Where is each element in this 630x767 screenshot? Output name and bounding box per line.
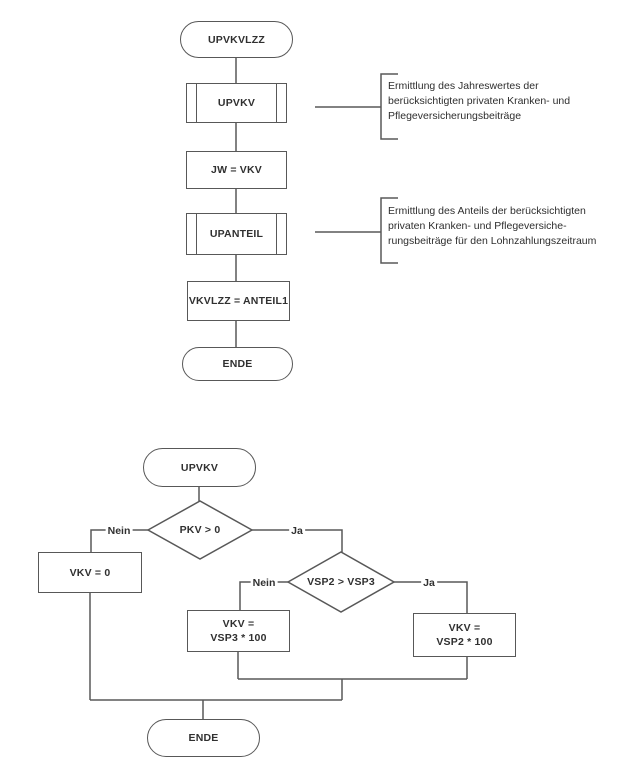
branch-label-ja-2: Ja (421, 577, 437, 589)
process-vkv-vsp2-line2: VSP2 * 100 (436, 636, 493, 648)
annotation-anteil: Ermittlung des Anteils der berücksichtig… (388, 204, 596, 249)
annotation-jahreswert: Ermittlung des Jahreswertes der berücksi… (388, 79, 570, 124)
process-vkvlzz-anteil1: VKVLZZ = ANTEIL1 (187, 281, 290, 321)
edge-ja2-to-vsp2box (394, 581, 468, 613)
annotation-anteil-line3: rungsbeiträge für den Lohnzahlungszeitra… (388, 235, 597, 247)
process-vkv-vsp3: VKV = VSP3 * 100 (187, 610, 290, 652)
edge-ja-to-decision2 (252, 529, 343, 552)
process-vkv-vsp2: VKV = VSP2 * 100 (413, 613, 516, 657)
process-vkv-vsp2-line1: VKV = (448, 622, 481, 634)
process-vkv-zero: VKV = 0 (38, 552, 142, 593)
terminal-ende-1: ENDE (182, 347, 293, 381)
terminal-upvkv-start: UPVKV (143, 448, 256, 487)
annotation-jahreswert-line3: Pflegeversicherungsbeiträge (388, 110, 522, 122)
branch-label-nein-2: Nein (250, 577, 278, 589)
terminal-ende-2: ENDE (147, 719, 260, 757)
annotation1-bracket (380, 73, 398, 140)
annotation-jahreswert-line2: berücksichtigten privaten Kranken- und (388, 95, 571, 107)
annotation2-bracket (380, 197, 398, 264)
terminal-upvkvlzz-start: UPVKVLZZ (180, 21, 293, 58)
annotation-jahreswert-line1: Ermittlung des Jahreswertes der (388, 80, 539, 92)
decision-vsp-diamond (286, 551, 396, 613)
subroutine-upanteil: UPANTEIL (186, 213, 287, 255)
branch-label-nein-1: Nein (105, 525, 133, 537)
process-vkv-vsp3-line1: VKV = (222, 618, 255, 630)
decision-pkv-diamond (146, 500, 254, 560)
annotation-anteil-line1: Ermittlung des Anteils der berücksichtig… (388, 205, 586, 217)
process-vkv-vsp3-line2: VSP3 * 100 (210, 632, 267, 644)
branch-label-ja-1: Ja (289, 525, 305, 537)
subroutine-upvkv: UPVKV (186, 83, 287, 123)
process-jw-vkv: JW = VKV (186, 151, 287, 189)
annotation-anteil-line2: privaten Kranken- und Pflegeversiche- (388, 220, 567, 232)
